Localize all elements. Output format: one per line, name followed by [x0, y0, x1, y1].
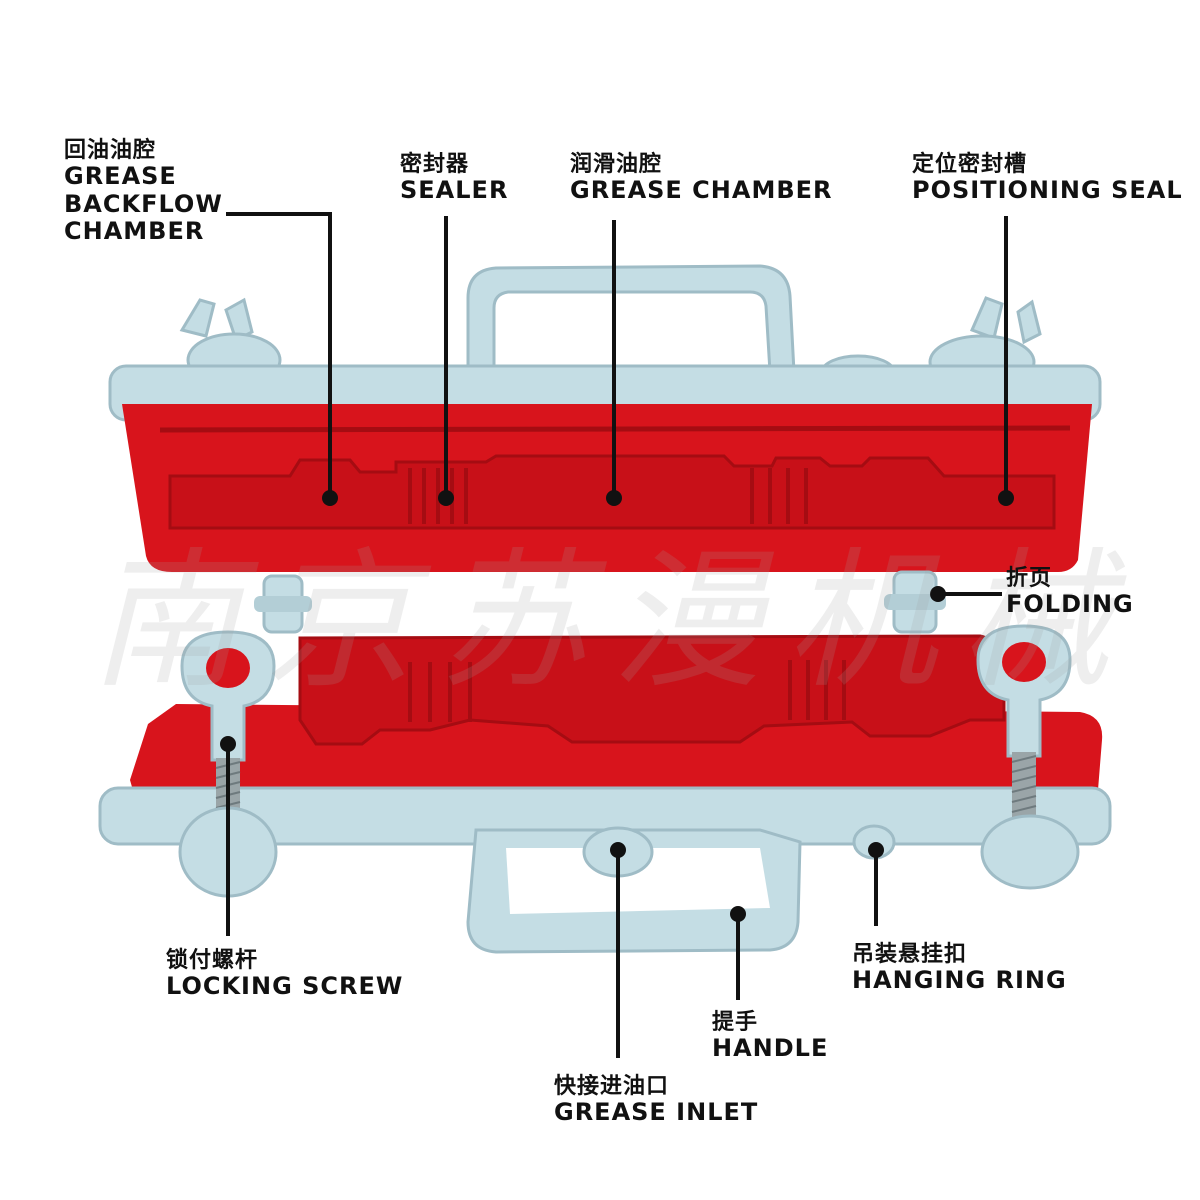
label-cn: 回油油腔 — [64, 138, 157, 163]
label-cn: 润滑油腔 — [570, 152, 663, 177]
label-en: GREASE — [64, 162, 177, 191]
leader-lines — [226, 212, 1008, 1058]
label-cn: 锁付螺杆 — [166, 948, 259, 973]
label-cn: 密封器 — [400, 152, 470, 177]
label-en: HANDLE — [712, 1034, 829, 1063]
label-cn: 折页 — [1006, 566, 1053, 591]
label-locking-screw: 锁付螺杆 LOCKING SCREW — [166, 948, 403, 1001]
leader-dots — [220, 490, 1014, 922]
label-cn: 吊装悬挂扣 — [852, 942, 968, 967]
label-en: POSITIONING SEAL — [912, 176, 1183, 205]
right-hinge — [884, 570, 946, 634]
label-grease-backflow-chamber: 回油油腔 GREASE BACKFLOW CHAMBER — [64, 138, 223, 246]
label-sealer: 密封器 SEALER — [400, 152, 508, 205]
label-grease-chamber: 润滑油腔 GREASE CHAMBER — [570, 152, 833, 205]
label-handle: 提手 HANDLE — [712, 1010, 828, 1063]
label-en: GREASE INLET — [554, 1098, 759, 1127]
lower-channel-profile — [298, 634, 1006, 746]
label-grease-inlet: 快接进油口 GREASE INLET — [554, 1074, 758, 1127]
label-hanging-ring: 吊装悬挂扣 HANGING RING — [852, 942, 1067, 995]
label-en: HANGING RING — [852, 966, 1067, 995]
right-locking-screw — [976, 624, 1080, 890]
label-cn: 快接进油口 — [554, 1074, 670, 1099]
leader-grease-backflow — [226, 212, 332, 498]
label-en: CHAMBER — [64, 217, 205, 246]
label-en: LOCKING SCREW — [166, 972, 404, 1001]
top-handle — [466, 264, 796, 374]
label-cn: 提手 — [712, 1010, 759, 1035]
left-hinge — [254, 574, 312, 634]
label-en: GREASE CHAMBER — [570, 176, 833, 205]
label-cn: 定位密封槽 — [912, 152, 1028, 177]
label-en: BACKFLOW — [64, 189, 223, 218]
label-positioning-seal: 定位密封槽 POSITIONING SEAL — [912, 152, 1183, 205]
label-en: FOLDING — [1006, 590, 1134, 619]
label-folding: 折页 FOLDING — [1006, 566, 1134, 619]
label-en: SEALER — [400, 176, 509, 205]
